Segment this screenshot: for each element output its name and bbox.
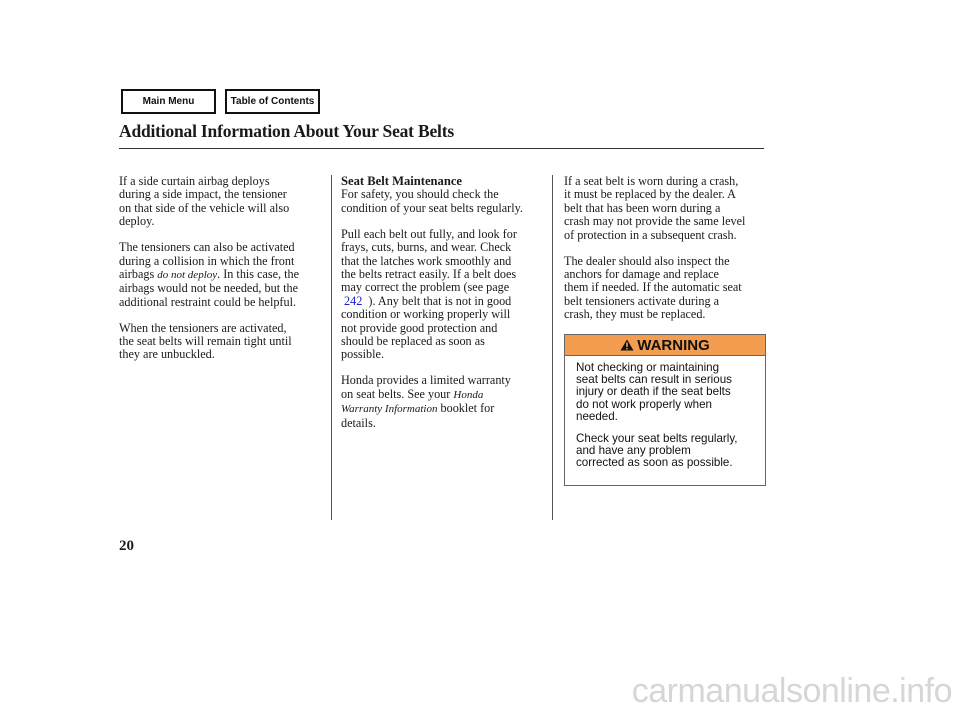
page-title: Additional Information About Your Seat B…: [119, 121, 454, 141]
page-link[interactable]: 242: [344, 293, 363, 308]
column-divider-1: [331, 175, 332, 520]
middle-column: Seat Belt Maintenance For safety, you sh…: [341, 174, 551, 442]
main-menu-button[interactable]: Main Menu: [121, 89, 216, 114]
paragraph-belts-tight: When the tensioners are activated,the se…: [119, 320, 292, 362]
table-of-contents-button[interactable]: Table of Contents: [225, 89, 320, 114]
paragraph-replace-worn: If a seat belt is worn during a crash,it…: [564, 174, 746, 242]
right-column: If a seat belt is worn during a crash,it…: [564, 174, 769, 334]
title-divider: [119, 148, 764, 149]
column-divider-2: [552, 175, 553, 520]
section-heading: Seat Belt Maintenance: [341, 174, 463, 188]
warning-triangle-icon: [620, 339, 634, 351]
page-number: 20: [119, 538, 134, 554]
warning-header: WARNING: [565, 335, 765, 356]
warning-label: WARNING: [637, 336, 710, 354]
italic-emphasis: do not deploy: [157, 268, 218, 281]
watermark: carmanualsonline.info: [631, 672, 953, 710]
warning-paragraph: Check your seat belts regularly,and have…: [576, 432, 738, 470]
